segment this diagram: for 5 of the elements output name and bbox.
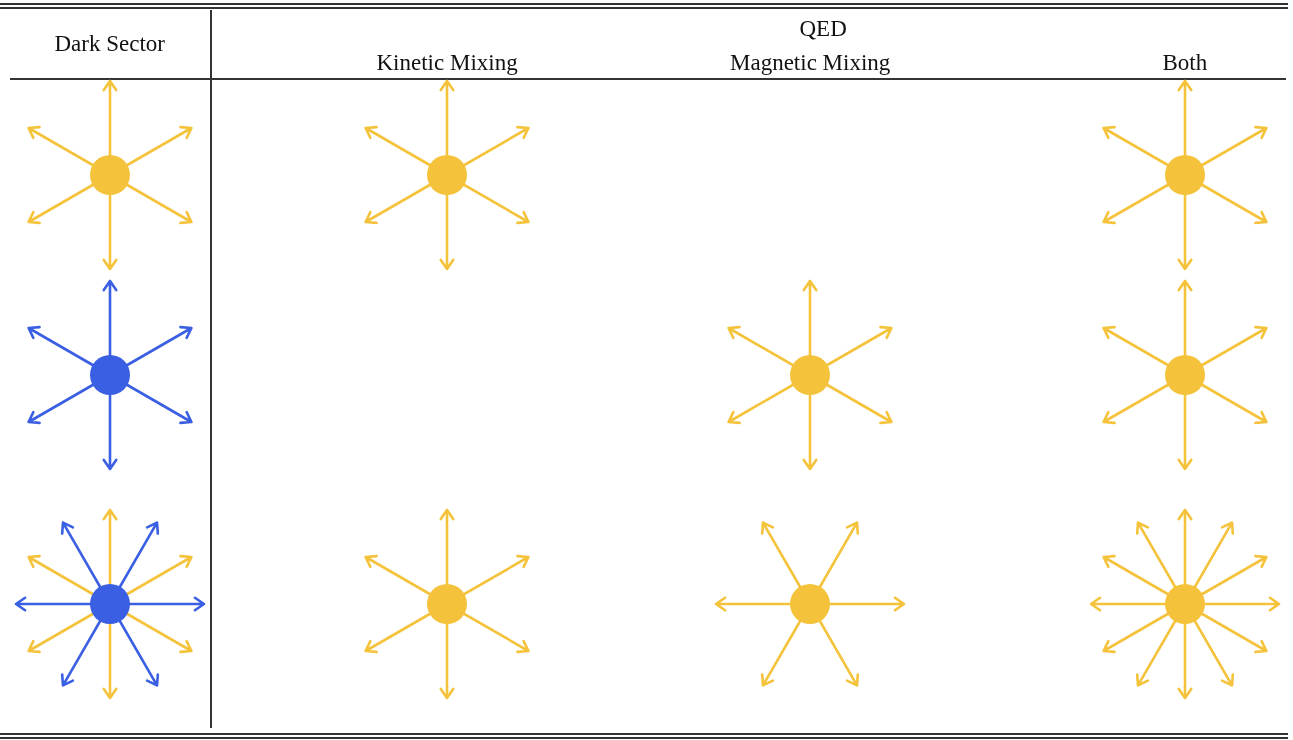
column-header: Magnetic Mixing: [730, 51, 891, 74]
column-header: Dark Sector: [54, 32, 165, 55]
column-header: Both: [1162, 51, 1208, 74]
column-header: Kinetic Mixing: [376, 51, 518, 74]
group-header: QED: [799, 17, 847, 40]
